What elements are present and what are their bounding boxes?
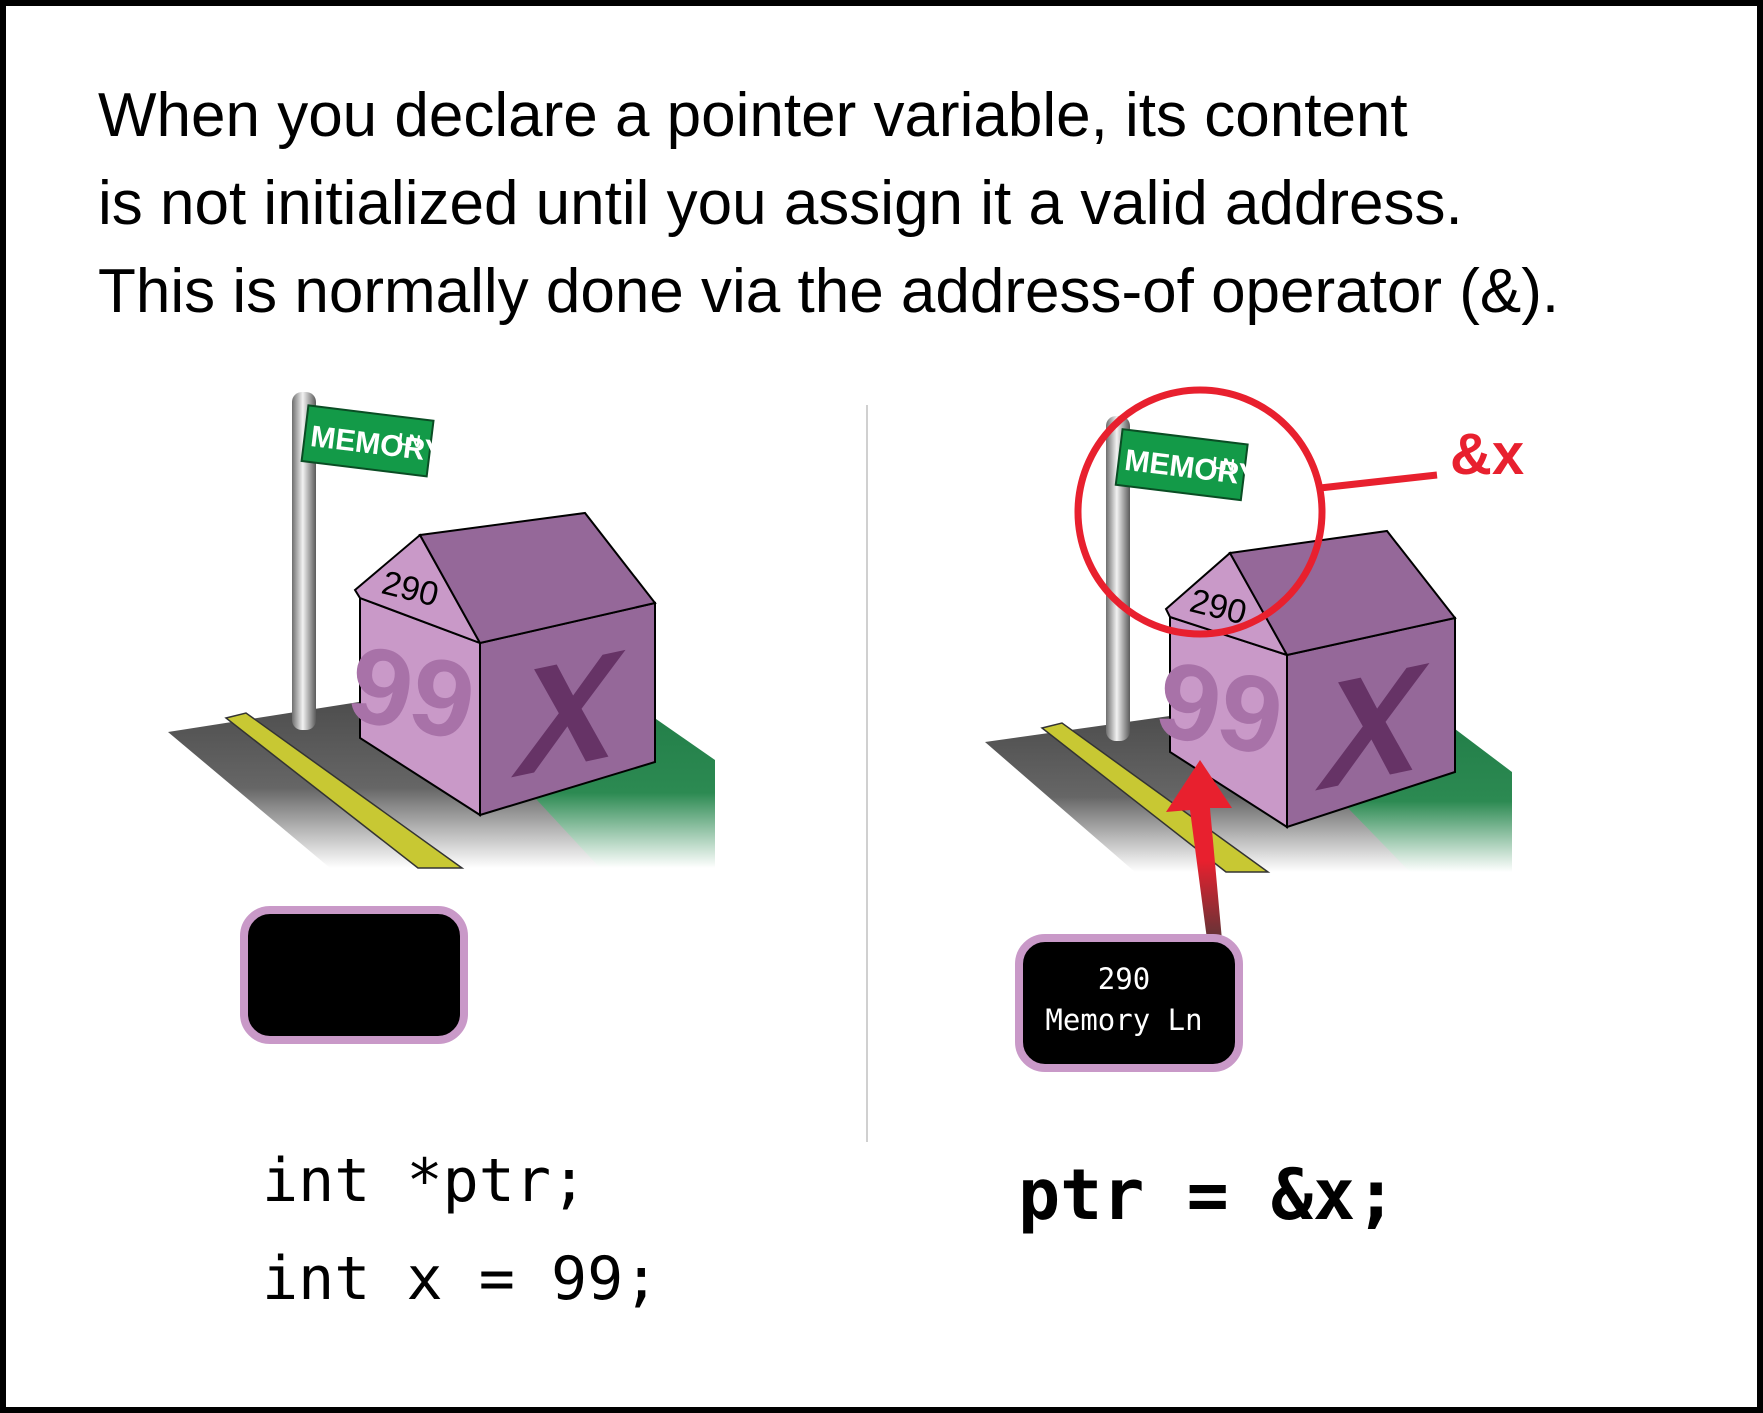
house-roof <box>418 511 657 645</box>
pointer-arrow <box>1166 760 1232 962</box>
intro-line: This is normally done via the address-of… <box>98 257 1560 326</box>
pointer-box-line: 290 <box>1098 962 1150 996</box>
road-center-line <box>224 712 465 869</box>
code-declare-x: int x = 99; <box>262 1244 660 1314</box>
pointer-box-address <box>1015 934 1243 1072</box>
pointer-box-line: Memory Ln <box>1045 1003 1202 1037</box>
address-callout-leader <box>1319 471 1438 492</box>
sign-pole <box>292 392 316 730</box>
pointer-box-empty <box>240 906 468 1044</box>
street-sign: MEMORY LN <box>1114 428 1260 502</box>
street-sign-suffix: LN <box>1211 453 1236 475</box>
house-name-label: X <box>511 619 626 811</box>
house-x: 290 99 X <box>1157 529 1457 829</box>
code-declare-pointer: int *ptr; <box>262 1146 588 1216</box>
sign-pole <box>1106 416 1130 741</box>
left-scene: 290 99 X MEMORY LN <box>168 392 715 1044</box>
house-value-label: 99 <box>349 621 472 765</box>
code-assign-pointer: ptr = &x; <box>1018 1154 1398 1236</box>
intro-line: When you declare a pointer variable, its… <box>98 81 1408 150</box>
house-x: 290 99 X <box>349 511 657 817</box>
right-scene: 290 99 X MEMORY LN &x 290 Memory Ln <box>985 386 1524 1072</box>
street-sign: MEMORY LN <box>300 404 446 478</box>
address-callout-circle <box>1074 386 1326 638</box>
intro-text: When you declare a pointer variable, its… <box>98 72 1559 336</box>
house-name-label: X <box>1315 632 1430 824</box>
street-sign-suffix: LN <box>397 430 422 452</box>
house-roof <box>1228 529 1457 657</box>
intro-line: is not initialized until you assign it a… <box>98 169 1463 238</box>
address-of-label: &x <box>1450 422 1524 487</box>
house-value-label: 99 <box>1157 637 1280 781</box>
